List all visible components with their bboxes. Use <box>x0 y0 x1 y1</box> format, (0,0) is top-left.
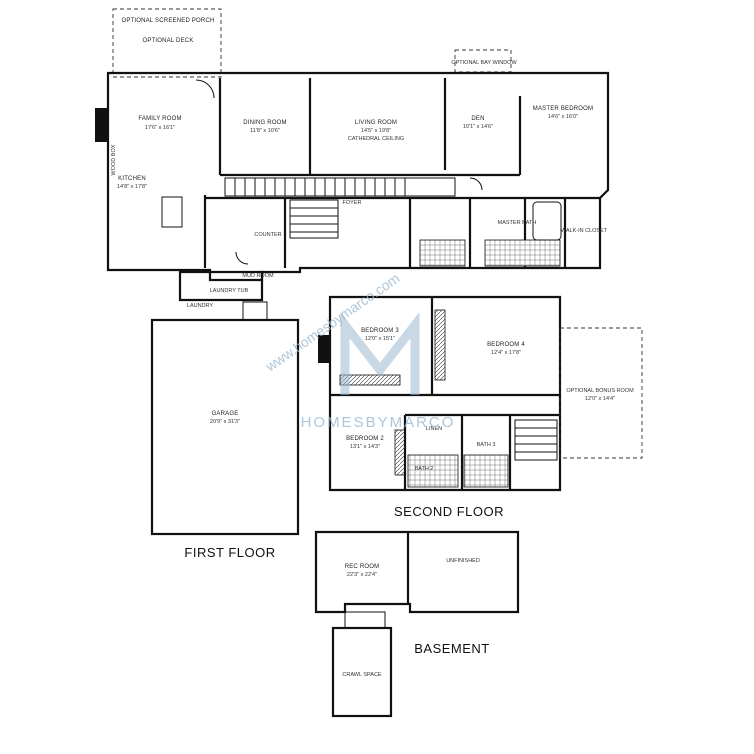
laundry-outline <box>178 270 264 302</box>
master-bath-label: MASTER BATH <box>498 220 537 226</box>
family-room-label: FAMILY ROOM <box>138 116 181 122</box>
watermark-brand: HOMESBYMARCO <box>301 414 456 431</box>
counter-label: COUNTER <box>254 232 281 238</box>
living-room-size: 14'5" x 19'8" <box>361 128 391 134</box>
fireplace-icon <box>95 108 109 142</box>
bonus-room-label: OPTIONAL BONUS ROOM <box>566 388 634 394</box>
bathtub <box>532 201 562 241</box>
crawl-space-label: CRAWL SPACE <box>342 672 382 678</box>
master-bath-tile <box>484 239 561 267</box>
basement-plan: REC ROOM 22'3" x 22'4" UNFINISHED CRAWL … <box>314 530 520 718</box>
wood-box-label: WOOD BOX <box>111 144 117 175</box>
laundry-label: LAUNDRY <box>187 303 214 309</box>
garage-steps <box>242 301 268 321</box>
closet-bedroom2 <box>394 429 406 476</box>
deck-label: OPTIONAL DECK <box>142 38 193 44</box>
dining-room-size: 11'8" x 10'6" <box>250 128 280 134</box>
bedroom3-size: 12'0" x 15'1" <box>365 336 395 342</box>
first-floor-outline <box>106 71 610 282</box>
main-stairs <box>224 177 456 239</box>
rec-room-size: 22'3" x 22'4" <box>347 572 377 578</box>
powder-room-tile <box>419 239 466 267</box>
bedroom4-label: BEDROOM 4 <box>487 342 525 348</box>
walkin-closet-label: WALK-IN CLOSET <box>561 228 608 234</box>
watermark-logo-icon <box>340 311 420 395</box>
bath2-tile <box>407 454 459 488</box>
homesbymarco-watermark: HOMESBYMARCO www.homesbymarco.com <box>262 270 456 431</box>
closet-bedroom3 <box>339 374 401 386</box>
foyer-label: FOYER <box>343 200 362 206</box>
garage-outline <box>150 318 300 536</box>
rec-room-label: REC ROOM <box>345 564 380 570</box>
bath3-tile <box>463 454 509 488</box>
garage-label: GARAGE <box>212 411 239 417</box>
living-room-label: LIVING ROOM <box>355 120 397 126</box>
linen-label: LINEN <box>426 426 442 432</box>
living-room-note: CATHEDRAL CEILING <box>348 136 404 142</box>
master-bedroom-size: 14'6" x 16'0" <box>548 114 578 120</box>
basement-stairs <box>344 611 386 629</box>
master-bedroom-label: MASTER BEDROOM <box>533 106 593 112</box>
basement-outline <box>314 530 520 614</box>
bedroom2-size: 13'1" x 14'3" <box>350 444 380 450</box>
closet-bedroom4 <box>434 309 446 381</box>
mud-room-label: MUD ROOM <box>242 273 274 279</box>
first-floor-plan: OPTIONAL SCREENED PORCH OPTIONAL DECK OP… <box>95 8 610 560</box>
den-size: 10'1" x 14'6" <box>463 124 493 130</box>
second-floor-stairs <box>514 419 558 461</box>
garage-size: 20'9" x 31'3" <box>210 419 240 425</box>
unfinished-label: UNFINISHED <box>446 558 480 564</box>
optional-porch-outline <box>112 8 222 78</box>
bonus-room-outline <box>559 327 643 459</box>
den-label: DEN <box>471 116 484 122</box>
kitchen-size: 14'8" x 17'8" <box>117 184 147 190</box>
laundry-tub-label: LAUNDRY TUB <box>210 288 249 294</box>
second-floor-outline <box>328 295 562 492</box>
bath3-label: BATH 3 <box>477 442 496 448</box>
first-floor-title: FIRST FLOOR <box>184 545 275 560</box>
dining-room-label: DINING ROOM <box>243 120 287 126</box>
basement-title: BASEMENT <box>414 641 490 656</box>
bay-window-label: OPTIONAL BAY WINDOW <box>451 60 517 66</box>
screened-porch-label: OPTIONAL SCREENED PORCH <box>121 18 214 24</box>
bath2-label: BATH 2 <box>415 466 434 472</box>
bedroom4-size: 12'4" x 17'8" <box>491 350 521 356</box>
kitchen-label: KITCHEN <box>118 176 146 182</box>
bonus-room-size: 12'0" x 14'4" <box>585 396 615 402</box>
bedroom2-label: BEDROOM 2 <box>346 436 384 442</box>
bedroom3-label: BEDROOM 3 <box>361 328 399 334</box>
kitchen-island <box>161 196 183 228</box>
watermark-url: www.homesbymarco.com <box>262 270 403 375</box>
second-floor-plan: OPTIONAL BONUS ROOM 12'0" x 14'4" BEDROO… <box>318 295 643 519</box>
second-floor-fireplace-icon <box>318 335 330 363</box>
second-floor-title: SECOND FLOOR <box>394 504 504 519</box>
family-room-size: 17'6" x 16'1" <box>145 125 175 131</box>
